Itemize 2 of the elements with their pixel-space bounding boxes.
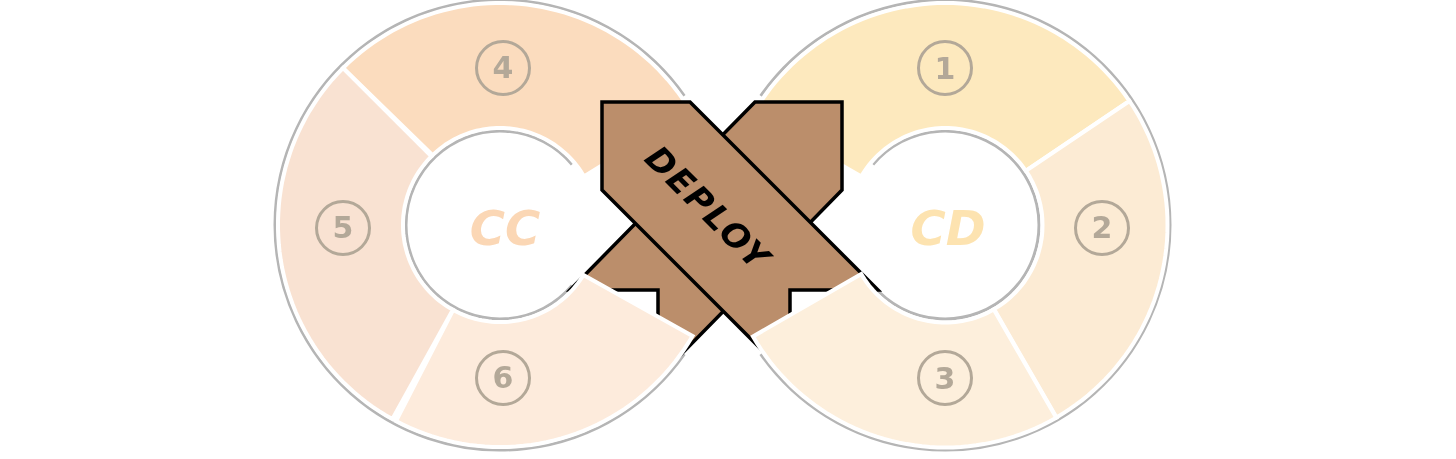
loop-label: CD	[910, 200, 986, 256]
loop-label: CC	[469, 200, 541, 256]
